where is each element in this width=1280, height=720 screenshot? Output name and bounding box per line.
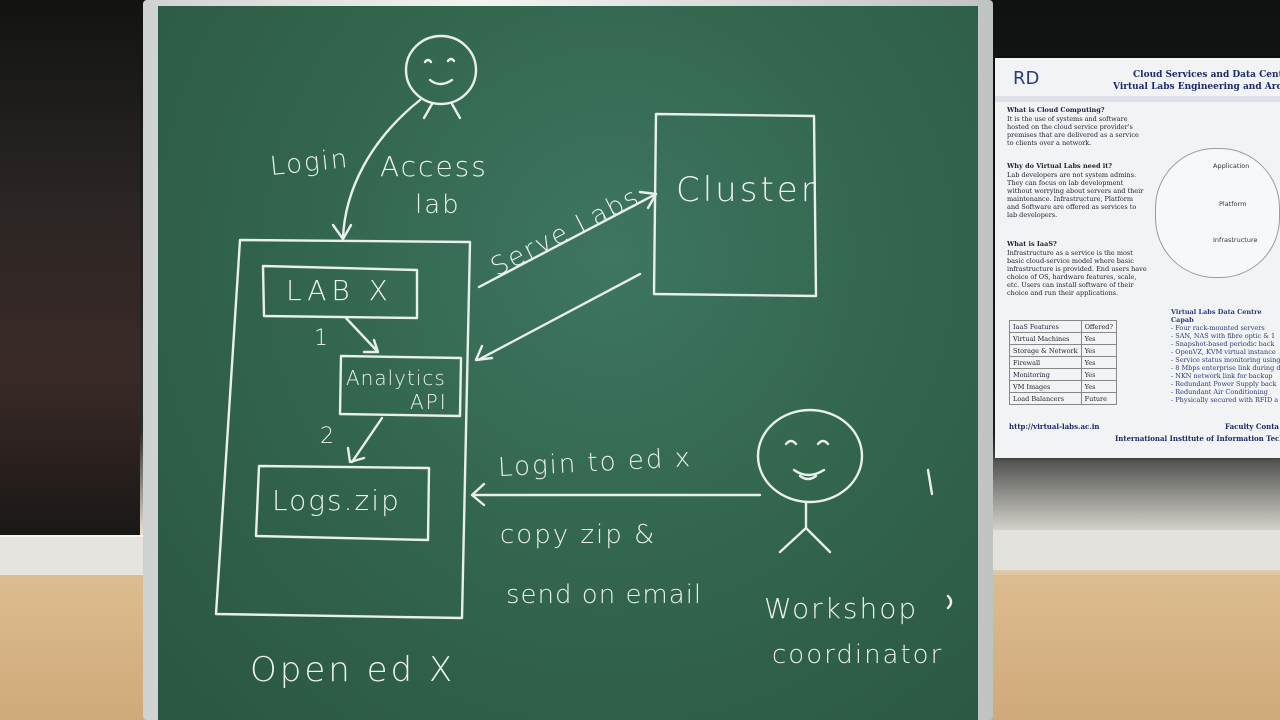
poster-title-line1: Cloud Services and Data Centre for V xyxy=(1133,70,1280,80)
dc-item: - Service status monitoring using xyxy=(1171,356,1280,364)
poster-url: http://virtual-labs.ac.in xyxy=(1009,422,1100,431)
cluster-label: Cluster xyxy=(676,170,818,210)
cloud-label-infrastructure: Infrastructure xyxy=(1213,236,1258,244)
cluster-box xyxy=(652,112,818,298)
analytics-api-box xyxy=(338,354,463,418)
login-arrowhead xyxy=(331,223,353,241)
access-lab-line2: lab xyxy=(415,190,461,220)
datacentre-capabilities: Virtual Labs Data Centre Capab - Four ra… xyxy=(1171,308,1280,404)
lab-x-box xyxy=(261,264,419,320)
cloud-label-platform: Platform xyxy=(1219,200,1247,208)
dc-item: - Physically secured with RFID a xyxy=(1171,396,1279,404)
user-stick-figure xyxy=(404,34,478,120)
poster-q3-heading: What is IaaS? xyxy=(1007,240,1057,248)
workshop-line2: coordinator xyxy=(772,640,944,670)
openedx-label: Open ed X xyxy=(250,650,456,690)
poster-q1-text: It is the use of systems and software ho… xyxy=(1007,115,1139,147)
login-access-arrow xyxy=(341,98,422,240)
dc-item: - 8 Mbps enterprise link during d xyxy=(1171,364,1280,372)
table-cell: Future xyxy=(1080,392,1117,405)
poster-logo: RD xyxy=(1013,68,1040,89)
poster-q3-text: Infrastructure as a service is the most … xyxy=(1007,249,1147,297)
poster-q2-heading: Why do Virtual Labs need it? xyxy=(1007,162,1113,170)
right-window-sill xyxy=(990,530,1280,570)
analytics-line2: API xyxy=(410,390,448,414)
logs-zip-label: Logs.zip xyxy=(272,484,401,517)
dc-item: - Snapshot-based periodic back xyxy=(1171,340,1275,348)
step1-number: 1 xyxy=(314,326,330,351)
dc-item: - Redundant Power Supply back xyxy=(1171,380,1277,388)
step2-number: 2 xyxy=(320,424,336,449)
left-window-sill xyxy=(0,535,150,577)
step2-arrow xyxy=(350,416,384,464)
dc-item: - Redundant Air Conditioning xyxy=(1171,388,1268,396)
table-cell: Load Balancers xyxy=(1009,392,1082,405)
poster-band xyxy=(995,96,1280,102)
virtual-labs-poster: RD Cloud Services and Data Centre for V … xyxy=(995,58,1280,458)
lab-x-label: LAB X xyxy=(286,274,393,307)
poster-faculty: Faculty Conta xyxy=(1225,422,1279,431)
step1-arrow xyxy=(344,316,380,354)
dc-item: - OpenVZ, KVM virtual instance xyxy=(1171,348,1276,356)
access-lab-line1: Access xyxy=(380,150,488,183)
coordinator-stick-figure xyxy=(756,408,864,554)
dc-heading: Virtual Labs Data Centre Capab xyxy=(1171,308,1262,324)
workshop-line1: Workshop xyxy=(764,592,919,625)
poster-title-line2: Virtual Labs Engineering and Architectur… xyxy=(1113,82,1280,92)
analytics-line1: Analytics xyxy=(346,366,446,390)
serve-labs-arrow-up xyxy=(477,192,658,289)
poster-cloud-diagram xyxy=(1155,148,1280,278)
cloud-label-application: Application xyxy=(1213,162,1250,170)
send-email-label: send on email xyxy=(506,580,703,610)
poster-q1-heading: What is Cloud Computing? xyxy=(1007,106,1105,114)
serve-labs-arrow-down xyxy=(476,272,642,362)
copy-zip-label: copy zip & xyxy=(500,520,657,550)
dc-item: - Four rack-mounted servers xyxy=(1171,324,1265,332)
logs-zip-box xyxy=(254,464,431,542)
chalk-marks xyxy=(926,468,953,610)
left-window xyxy=(0,0,140,535)
openedx-container xyxy=(214,238,472,620)
poster-q2-text: Lab developers are not system admins. Th… xyxy=(1007,171,1144,219)
dc-item: - SAN, NAS with fibre optic & 1 xyxy=(1171,332,1276,340)
chalkboard xyxy=(158,6,978,720)
poster-institute: International Institute of Information T… xyxy=(1115,434,1280,443)
dc-item: - NKN network link for backup xyxy=(1171,372,1273,380)
